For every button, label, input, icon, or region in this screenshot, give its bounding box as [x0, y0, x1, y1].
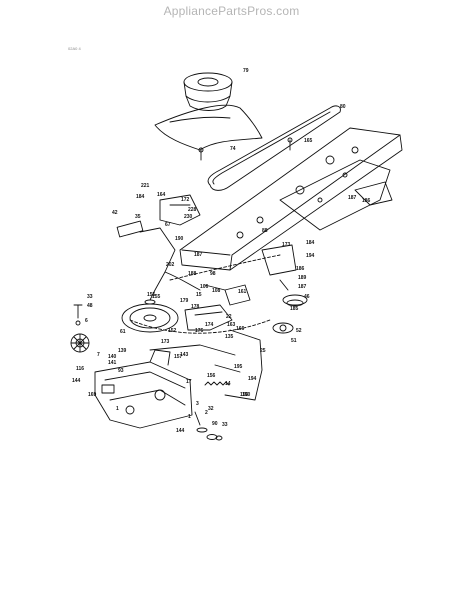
part-label: 61: [120, 329, 126, 335]
part-label: 230: [184, 214, 193, 220]
part-label: 187: [348, 195, 357, 201]
part-label: 35: [135, 214, 141, 220]
part-label: 173: [282, 242, 291, 248]
part-label: 184: [306, 240, 315, 246]
part-label: 135: [225, 334, 234, 340]
part-label: 52: [296, 328, 302, 334]
part-label: 172: [181, 197, 190, 203]
part-label: 166: [236, 326, 245, 332]
part-label: 186: [362, 198, 371, 204]
transaxle: [94, 361, 193, 429]
part-label: 150: [242, 392, 251, 398]
part-label: 150: [240, 392, 249, 398]
part-label: 25: [260, 348, 266, 354]
part-label: 157: [174, 354, 183, 360]
part-label: 42: [112, 210, 118, 216]
part-label: 164: [157, 192, 166, 198]
part-label: 165: [304, 138, 313, 144]
part-label: 74: [230, 146, 236, 152]
part-label: 190: [175, 236, 184, 242]
part-label: 202: [166, 262, 175, 268]
part-label: 221: [141, 183, 150, 189]
part-label: 186: [296, 266, 305, 272]
part-label: 169: [88, 392, 97, 398]
part-label: 163: [227, 322, 236, 328]
part-label: 228: [188, 207, 197, 213]
part-label: 2: [205, 410, 208, 416]
spring: [204, 381, 230, 386]
diagram-code: 02A0 4: [68, 46, 81, 51]
part-label: 188: [188, 271, 197, 277]
part-labels: 79 80 74 165 187 186 221 164 172 184 228…: [72, 68, 371, 434]
part-label: 67: [165, 222, 171, 228]
part-label: 106: [200, 284, 209, 290]
part-label: 22: [226, 314, 232, 320]
part-label: 179: [180, 298, 189, 304]
part-label: 33: [87, 294, 93, 300]
part-label: 17: [186, 379, 192, 385]
part-label: 141: [108, 360, 117, 366]
part-label: 143: [180, 352, 189, 358]
part-label: 1: [116, 406, 119, 412]
part-label: 6: [85, 318, 88, 324]
site-watermark: AppliancePartsPros.com: [163, 4, 300, 18]
part-label: 189: [298, 275, 307, 281]
part-label: 116: [76, 366, 84, 372]
part-label: 156: [207, 373, 216, 379]
part-label: 32: [208, 406, 214, 412]
part-label: 108: [212, 288, 221, 294]
chassis-frame: [179, 127, 403, 271]
part-label: 139: [118, 348, 127, 354]
part-label: 155: [152, 294, 161, 300]
part-label: 184: [136, 194, 145, 200]
part-label: 174: [205, 322, 214, 328]
drive-belt: [207, 105, 341, 191]
part-label: 152: [168, 328, 177, 334]
part-label: 88: [262, 228, 268, 234]
part-label: 140: [108, 354, 117, 360]
part-label: 98: [210, 271, 216, 277]
part-label: 7: [97, 352, 100, 358]
part-label: 1: [188, 414, 191, 420]
part-label: 90: [212, 421, 218, 427]
shift-lever: [139, 227, 176, 301]
part-label: 178: [191, 304, 200, 310]
part-label: 15: [196, 292, 202, 298]
part-label: 176: [195, 328, 204, 334]
part-label: 51: [291, 338, 297, 344]
part-label: 187: [298, 284, 307, 290]
part-label: 144: [72, 378, 81, 384]
part-label: 185: [290, 306, 299, 312]
part-label: 161: [238, 289, 247, 295]
part-label: 144: [176, 428, 185, 434]
part-label: 3: [196, 401, 199, 407]
part-label: 93: [118, 368, 124, 374]
part-label: 155: [147, 292, 156, 298]
part-label: 48: [87, 303, 93, 309]
part-label: 46: [304, 294, 310, 300]
idler-bracket: [261, 244, 297, 276]
part-label: 195: [234, 364, 243, 370]
part-label: 173: [161, 339, 170, 345]
part-label: 187: [194, 252, 203, 258]
hood-cover: [154, 104, 263, 151]
cone-pulley: [183, 72, 233, 92]
part-label: 194: [306, 253, 315, 259]
part-label: 79: [243, 68, 249, 74]
part-label: 14: [225, 381, 231, 387]
part-label: 80: [340, 104, 346, 110]
part-label: 33: [222, 422, 228, 428]
part-label: 194: [248, 376, 257, 382]
